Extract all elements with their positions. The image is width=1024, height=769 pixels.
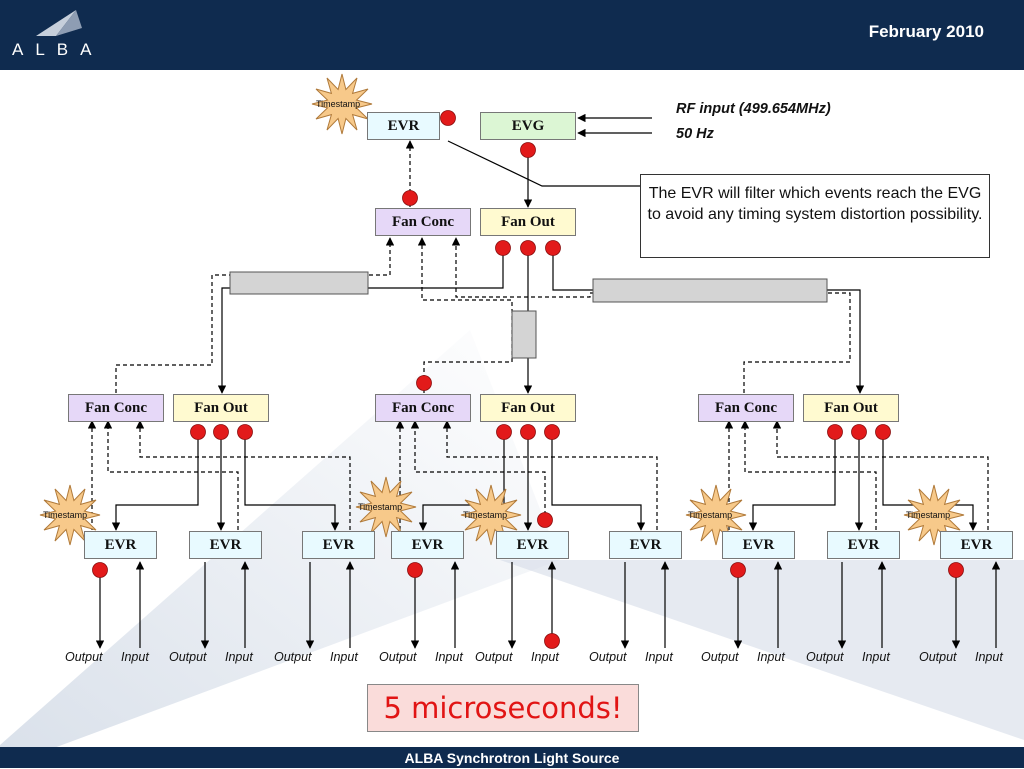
connector-dot-18 <box>92 562 108 578</box>
branch-middle-fan-out: Fan Out <box>480 394 576 422</box>
timestamp-label-1: Timestamp <box>43 510 88 520</box>
leaf-8-input-label: Input <box>862 650 890 664</box>
top-fan-out: Fan Out <box>480 208 576 236</box>
connector-dot-2 <box>520 142 536 158</box>
connector-dot-19 <box>407 562 423 578</box>
leaf-1-output-label: Output <box>65 650 103 664</box>
leaf-evr-8: EVR <box>827 531 900 559</box>
connector-dot-12 <box>520 424 536 440</box>
leaf-evr-6: EVR <box>609 531 682 559</box>
branch-middle-fan-conc: Fan Conc <box>375 394 471 422</box>
leaf-8-output-label: Output <box>806 650 844 664</box>
top-evr: EVR <box>367 112 440 140</box>
leaf-1-input-label: Input <box>121 650 149 664</box>
hz-input-label: 50 Hz <box>676 126 714 142</box>
connector-dot-14 <box>827 424 843 440</box>
connector-dot-15 <box>851 424 867 440</box>
connector-dot-21 <box>948 562 964 578</box>
connector-dots <box>92 110 964 649</box>
leaf-9-output-label: Output <box>919 650 957 664</box>
leaf-6-input-label: Input <box>645 650 673 664</box>
timestamp-star-5 <box>903 484 965 546</box>
connector-dot-11 <box>496 424 512 440</box>
leaf-5-output-label: Output <box>475 650 513 664</box>
leaf-evr-7: EVR <box>722 531 795 559</box>
timestamp-star-4 <box>685 484 747 546</box>
leaf-evr-3: EVR <box>302 531 375 559</box>
connector-dot-16 <box>875 424 891 440</box>
branch-left-fan-out: Fan Out <box>173 394 269 422</box>
connector-dot-6 <box>545 240 561 256</box>
branch-left-fan-conc: Fan Conc <box>68 394 164 422</box>
alba-logo-icon <box>36 10 82 36</box>
leaf-evr-4: EVR <box>391 531 464 559</box>
rf-input-label: RF input (499.654MHz) <box>676 101 831 117</box>
timestamp-label-2: Timestamp <box>358 502 403 512</box>
timestamp-star-2 <box>355 476 417 538</box>
timestamp-star-1 <box>39 484 101 546</box>
leaf-3-output-label: Output <box>274 650 312 664</box>
branch-right-fan-out: Fan Out <box>803 394 899 422</box>
branch-right-fan-conc: Fan Conc <box>698 394 794 422</box>
timestamp-label-4: Timestamp <box>688 510 733 520</box>
leaf-3-input-label: Input <box>330 650 358 664</box>
evr-filter-note: The EVR will filter which events reach t… <box>640 174 990 258</box>
leaf-7-input-label: Input <box>757 650 785 664</box>
leaf-2-input-label: Input <box>225 650 253 664</box>
top-timestamp-label: Timestamp <box>316 99 361 109</box>
connector-dot-3 <box>402 190 418 206</box>
leaf-evr-9: EVR <box>940 531 1013 559</box>
leaf-4-output-label: Output <box>379 650 417 664</box>
connector-dot-1 <box>440 110 456 126</box>
connector-dot-22 <box>544 633 560 649</box>
evg: EVG <box>480 112 576 140</box>
leaf-7-output-label: Output <box>701 650 739 664</box>
connector-dot-17 <box>537 512 553 528</box>
leaf-9-input-label: Input <box>975 650 1003 664</box>
timestamp-label-3: Timestamp <box>463 510 508 520</box>
timestamp-star-top <box>311 73 373 135</box>
leaf-5-input-label: Input <box>531 650 559 664</box>
leaf-2-output-label: Output <box>169 650 207 664</box>
footer-bar: ALBA Synchrotron Light Source <box>0 747 1024 768</box>
leaf-4-input-label: Input <box>435 650 463 664</box>
connector-dot-8 <box>190 424 206 440</box>
alba-logo: ALBA <box>12 40 104 59</box>
connector-dot-7 <box>416 375 432 391</box>
timestamp-stars <box>39 73 965 546</box>
top-fan-conc: Fan Conc <box>375 208 471 236</box>
connector-dot-4 <box>495 240 511 256</box>
connector-dot-9 <box>213 424 229 440</box>
header-bar: ALBA February 2010 <box>0 0 1024 70</box>
connector-dot-20 <box>730 562 746 578</box>
delay-bars <box>229 271 828 359</box>
connector-dot-13 <box>544 424 560 440</box>
connector-dot-10 <box>237 424 253 440</box>
latency-highlight: 5 microseconds! <box>367 684 639 732</box>
timestamp-label-5: Timestamp <box>906 510 951 520</box>
connector-dot-5 <box>520 240 536 256</box>
leaf-6-output-label: Output <box>589 650 627 664</box>
header-date: February 2010 <box>868 22 984 41</box>
leaf-evr-1: EVR <box>84 531 157 559</box>
leaf-evr-5: EVR <box>496 531 569 559</box>
leaf-evr-2: EVR <box>189 531 262 559</box>
timestamp-star-3 <box>460 484 522 546</box>
